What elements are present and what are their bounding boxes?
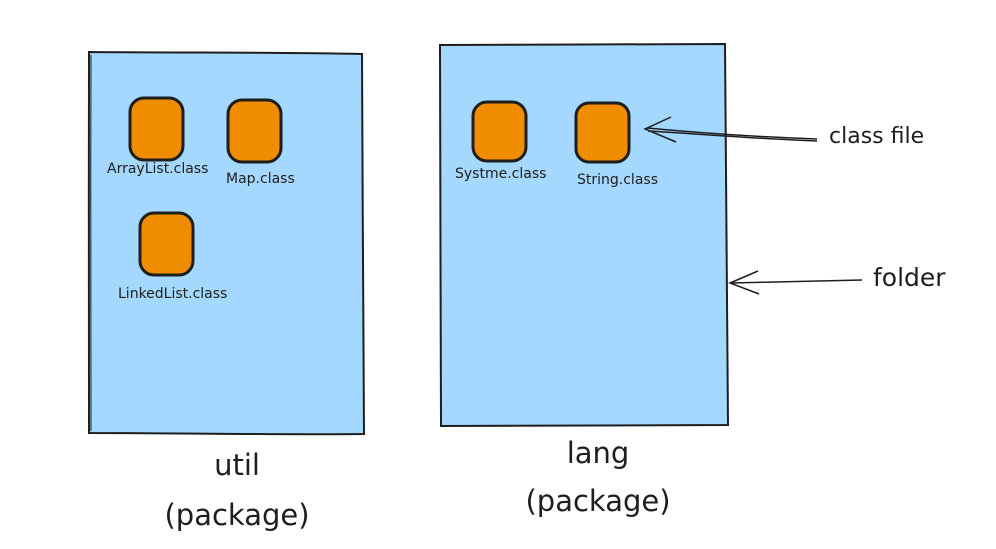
file-label-systme: Systme.class [455,166,547,182]
folder-callout: folder [873,263,946,292]
arraylist-class-file-icon[interactable] [128,96,185,162]
class-file-callout: class file [829,124,925,149]
string-class-file-icon[interactable] [574,101,631,164]
folder-arrow-icon [727,270,863,295]
systme-class-file-icon[interactable] [471,100,528,163]
file-label-string: String.class [577,172,658,188]
file-label-map: Map.class [226,171,295,187]
util-package-caption: util (package) [137,445,337,535]
file-label-arraylist: ArrayList.class [107,161,209,177]
util-package-kind: (package) [164,498,310,532]
class-file-arrow-icon [643,116,818,143]
lang-package-caption: lang (package) [498,433,698,521]
lang-package-name: lang [566,436,630,470]
map-class-file-icon[interactable] [226,98,283,164]
file-label-linkedlist: LinkedList.class [118,286,228,302]
linkedlist-class-file-icon[interactable] [138,211,195,277]
lang-package-kind: (package) [525,484,671,518]
util-package-name: util [214,448,260,482]
